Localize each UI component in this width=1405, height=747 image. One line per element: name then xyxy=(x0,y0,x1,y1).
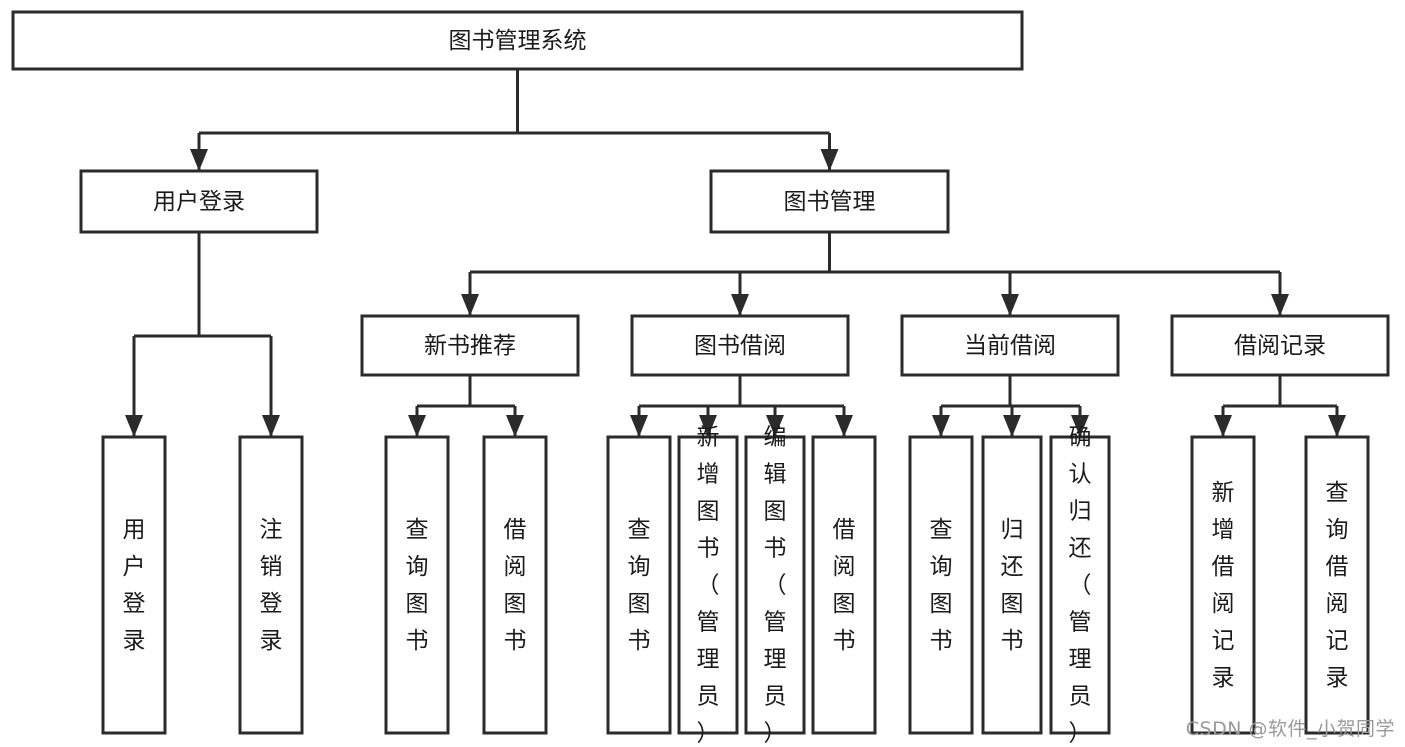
node-user-login-box[interactable] xyxy=(79,169,319,234)
borrow-record-arrow-0 xyxy=(1214,415,1232,437)
node-new-book-recommend-label: 新书推荐 xyxy=(424,333,516,359)
node-leaf-logout-label: 注销登录 xyxy=(260,517,283,654)
node-user-login-label: 用户登录 xyxy=(153,189,245,215)
node-book-borrow[interactable]: 图书借阅 xyxy=(630,314,850,377)
node-user-login[interactable]: 用户登录 xyxy=(79,169,319,234)
book-borrow-arrow-0 xyxy=(630,415,648,437)
node-leaf-query-book-rec-box[interactable] xyxy=(384,435,450,735)
node-leaf-add-record-box[interactable] xyxy=(1190,435,1256,735)
node-book-borrow-label: 图书借阅 xyxy=(694,333,786,359)
node-leaf-return-book-label: 归还图书 xyxy=(1001,517,1024,654)
node-leaf-edit-book-label: 编辑图书（管理员） xyxy=(764,425,787,747)
node-leaf-query-book-borrow[interactable]: 查询图书 xyxy=(606,435,672,735)
borrow-record-arrow-1 xyxy=(1328,415,1346,437)
node-root[interactable]: 图书管理系统 xyxy=(11,10,1024,71)
edges-layer xyxy=(125,69,1346,437)
node-leaf-add-book-box[interactable] xyxy=(677,435,739,735)
node-leaf-borrow-book-box[interactable] xyxy=(811,435,877,735)
node-leaf-query-book-rec-label: 查询图书 xyxy=(406,517,429,654)
book-borrow-arrow-3 xyxy=(835,415,853,437)
node-book-manage-label: 图书管理 xyxy=(784,189,876,215)
node-leaf-logout[interactable]: 注销登录 xyxy=(238,435,304,735)
book-manage-arrow-3 xyxy=(1271,294,1289,316)
node-borrow-record[interactable]: 借阅记录 xyxy=(1170,314,1390,377)
node-leaf-query-record[interactable]: 查询借阅记录 xyxy=(1304,435,1370,735)
book-manage-arrow-1 xyxy=(731,294,749,316)
node-leaf-logout-box[interactable] xyxy=(238,435,304,735)
new-book-recommend-arrow-1 xyxy=(506,415,524,437)
node-leaf-query-book-rec[interactable]: 查询图书 xyxy=(384,435,450,735)
node-leaf-add-record[interactable]: 新增借阅记录 xyxy=(1190,435,1256,735)
current-borrow-arrow-0 xyxy=(932,415,950,437)
node-leaf-confirm-return-label: 确认归还（管理员） xyxy=(1069,425,1092,747)
node-leaf-query-record-label: 查询借阅记录 xyxy=(1326,480,1349,691)
node-leaf-query-record-box[interactable] xyxy=(1304,435,1370,735)
book-manage-arrow-2 xyxy=(1001,294,1019,316)
node-leaf-borrow-book[interactable]: 借阅图书 xyxy=(811,435,877,735)
node-current-borrow[interactable]: 当前借阅 xyxy=(900,314,1120,377)
node-leaf-query-book-cur-box[interactable] xyxy=(908,435,974,735)
node-leaf-query-book-borrow-box[interactable] xyxy=(606,435,672,735)
nodes-layer: 图书管理系统用户登录图书管理新书推荐图书借阅当前借阅借阅记录用户登录注销登录查询… xyxy=(11,10,1390,747)
book-manage-arrow-0 xyxy=(461,294,479,316)
node-leaf-borrow-book-rec-label: 借阅图书 xyxy=(504,517,527,654)
node-leaf-add-record-label: 新增借阅记录 xyxy=(1212,480,1235,691)
node-leaf-confirm-return[interactable]: 确认归还（管理员） xyxy=(1049,425,1111,747)
node-new-book-recommend-box[interactable] xyxy=(360,314,580,377)
new-book-recommend-arrow-0 xyxy=(408,415,426,437)
node-leaf-borrow-book-rec-box[interactable] xyxy=(482,435,548,735)
node-new-book-recommend[interactable]: 新书推荐 xyxy=(360,314,580,377)
root-arrow-1 xyxy=(820,149,839,171)
node-leaf-borrow-book-label: 借阅图书 xyxy=(833,517,856,654)
book-borrow-arrow-2 xyxy=(766,415,784,437)
node-book-borrow-box[interactable] xyxy=(630,314,850,377)
node-current-borrow-box[interactable] xyxy=(900,314,1120,377)
node-leaf-add-book-label: 新增图书（管理员） xyxy=(697,425,720,747)
node-leaf-user-login[interactable]: 用户登录 xyxy=(101,435,167,735)
user-login-arrow-0 xyxy=(125,415,143,437)
node-current-borrow-label: 当前借阅 xyxy=(964,333,1056,359)
node-leaf-edit-book-box[interactable] xyxy=(744,435,806,735)
node-root-box[interactable] xyxy=(11,10,1024,71)
current-borrow-arrow-1 xyxy=(1003,415,1021,437)
node-leaf-query-book-cur[interactable]: 查询图书 xyxy=(908,435,974,735)
node-leaf-return-book-box[interactable] xyxy=(981,435,1043,735)
node-leaf-return-book[interactable]: 归还图书 xyxy=(981,435,1043,735)
current-borrow-arrow-2 xyxy=(1071,415,1089,437)
root-arrow-0 xyxy=(190,149,208,171)
node-book-manage-box[interactable] xyxy=(709,169,950,234)
node-book-manage[interactable]: 图书管理 xyxy=(709,169,950,234)
node-leaf-borrow-book-rec[interactable]: 借阅图书 xyxy=(482,435,548,735)
node-borrow-record-box[interactable] xyxy=(1170,314,1390,377)
node-leaf-confirm-return-box[interactable] xyxy=(1049,435,1111,735)
node-root-label: 图书管理系统 xyxy=(449,28,587,54)
node-borrow-record-label: 借阅记录 xyxy=(1234,333,1326,359)
node-leaf-user-login-box[interactable] xyxy=(101,435,167,735)
node-leaf-user-login-label: 用户登录 xyxy=(123,517,146,654)
user-login-arrow-1 xyxy=(262,415,280,437)
node-leaf-query-book-cur-label: 查询图书 xyxy=(930,517,953,654)
node-leaf-query-book-borrow-label: 查询图书 xyxy=(628,517,651,654)
book-borrow-arrow-1 xyxy=(699,415,717,437)
node-leaf-add-book[interactable]: 新增图书（管理员） xyxy=(677,425,739,747)
node-leaf-edit-book[interactable]: 编辑图书（管理员） xyxy=(744,425,806,747)
